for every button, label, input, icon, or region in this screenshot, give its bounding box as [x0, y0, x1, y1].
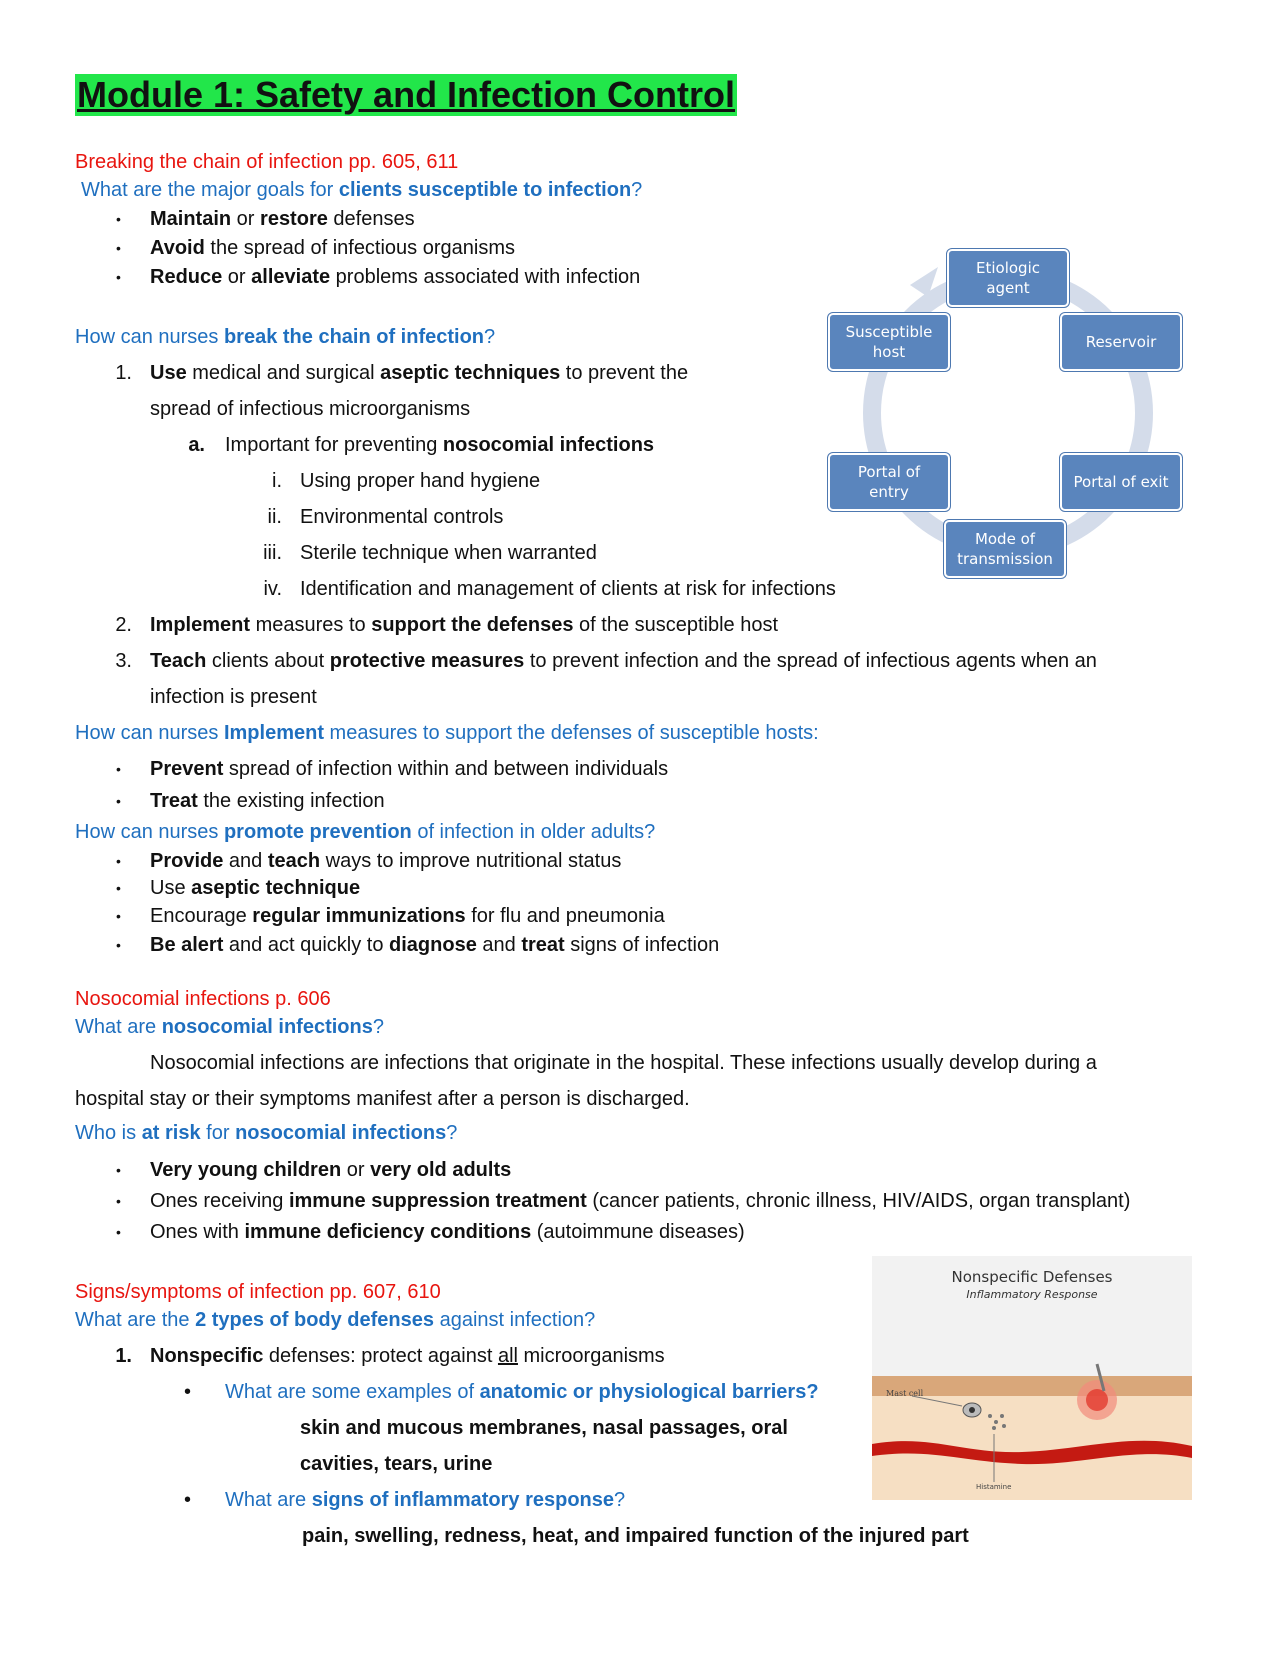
answer-line: cavities, tears, urine — [300, 1453, 493, 1475]
list-item: Use aseptic technique — [150, 877, 361, 899]
histamine-label: Histamine — [976, 1483, 1012, 1491]
list-number: 2. — [115, 614, 132, 636]
list-item: Maintain or restore defenses — [150, 208, 415, 230]
list-item: Important for preventing nosocomial infe… — [225, 434, 655, 456]
list-letter: a. — [188, 434, 205, 456]
question-what-nosocomial: What are nosocomial infections? — [75, 1016, 384, 1038]
bullet-icon: • — [116, 240, 121, 256]
list-item: Identification and management of clients… — [300, 578, 836, 600]
bullet-icon: • — [116, 793, 121, 809]
list-item: Provide and teach ways to improve nutrit… — [150, 850, 622, 872]
list-item: Ones with immune deficiency conditions (… — [150, 1221, 745, 1243]
list-item: Sterile technique when warranted — [300, 542, 597, 564]
figure-subtitle: Inflammatory Response — [966, 1288, 1098, 1301]
question-older-adults: How can nurses promote prevention of inf… — [75, 821, 656, 843]
page-title: Module 1: Safety and Infection Control — [75, 74, 738, 116]
question-break-chain: How can nurses break the chain of infect… — [75, 326, 496, 348]
list-item: Ones receiving immune suppression treatm… — [150, 1190, 1131, 1212]
question-implement: How can nurses Implement measures to sup… — [75, 722, 819, 744]
bullet-icon: • — [184, 1489, 192, 1511]
skin-illustration — [872, 1363, 1192, 1500]
section-heading-chain: Breaking the chain of infection pp. 605,… — [75, 151, 459, 173]
list-item: Using proper hand hygiene — [300, 470, 541, 492]
bullet-icon: • — [116, 880, 121, 896]
list-item: Encourage regular immunizations for flu … — [150, 905, 665, 927]
bullet-icon: • — [116, 211, 121, 227]
portal-of-exit-box: Portal of exit — [1060, 453, 1182, 511]
question-barriers: What are some examples of anatomic or ph… — [225, 1381, 819, 1403]
list-item: Implement measures to support the defens… — [150, 614, 779, 636]
list-item: Nonspecific defenses: protect against al… — [150, 1345, 665, 1367]
answer-line: pain, swelling, redness, heat, and impai… — [302, 1525, 969, 1547]
list-item: Be alert and act quickly to diagnose and… — [150, 934, 720, 956]
bullet-icon: • — [184, 1381, 192, 1403]
list-number: 3. — [115, 650, 132, 672]
question-at-risk: Who is at risk for nosocomial infections… — [75, 1122, 458, 1144]
inflammatory-response-figure: Nonspecific Defenses Inflammatory Respon… — [872, 1256, 1192, 1500]
reservoir-box: Reservoir — [1060, 313, 1182, 371]
list-item: Reduce or alleviate problems associated … — [150, 266, 641, 288]
bullet-icon: • — [116, 1224, 121, 1240]
bullet-icon: • — [116, 1162, 121, 1178]
list-item-continuation: infection is present — [150, 686, 317, 708]
bullet-icon: • — [116, 853, 121, 869]
section-heading-signs: Signs/symptoms of infection pp. 607, 610 — [75, 1281, 441, 1303]
answer-line: skin and mucous membranes, nasal passage… — [300, 1417, 788, 1439]
list-number: 1. — [115, 362, 132, 384]
list-number: 1. — [115, 1345, 132, 1367]
list-item: Use medical and surgical aseptic techniq… — [150, 362, 689, 384]
list-item: Environmental controls — [300, 506, 504, 528]
question-inflammatory: What are signs of inflammatory response? — [225, 1489, 626, 1511]
list-roman: ii. — [267, 506, 282, 528]
list-item-continuation: spread of infectious microorganisms — [150, 398, 471, 420]
paragraph-line: Nosocomial infections are infections tha… — [150, 1052, 1097, 1074]
section-heading-nosocomial: Nosocomial infections p. 606 — [75, 988, 331, 1010]
list-roman: iii. — [263, 542, 282, 564]
list-item: Avoid the spread of infectious organisms — [150, 237, 515, 259]
mast-cell-label: Mast cell — [886, 1389, 924, 1398]
paragraph-line: hospital stay or their symptoms manifest… — [75, 1088, 690, 1110]
list-roman: iv. — [263, 578, 282, 600]
question-defense-types: What are the 2 types of body defenses ag… — [75, 1309, 596, 1331]
question-major-goals: What are the major goals for clients sus… — [81, 179, 643, 201]
bullet-icon: • — [116, 761, 121, 777]
list-item: Teach clients about protective measures … — [150, 650, 1097, 672]
list-item: Very young children or very old adults — [150, 1159, 512, 1181]
list-roman: i. — [272, 470, 282, 492]
list-item: Treat the existing infection — [150, 790, 385, 812]
bullet-icon: • — [116, 937, 121, 953]
bullet-icon: • — [116, 269, 121, 285]
figure-title: Nonspecific Defenses — [951, 1268, 1113, 1286]
bullet-icon: • — [116, 1193, 121, 1209]
list-item: Prevent spread of infection within and b… — [150, 758, 669, 780]
bullet-icon: • — [116, 908, 121, 924]
